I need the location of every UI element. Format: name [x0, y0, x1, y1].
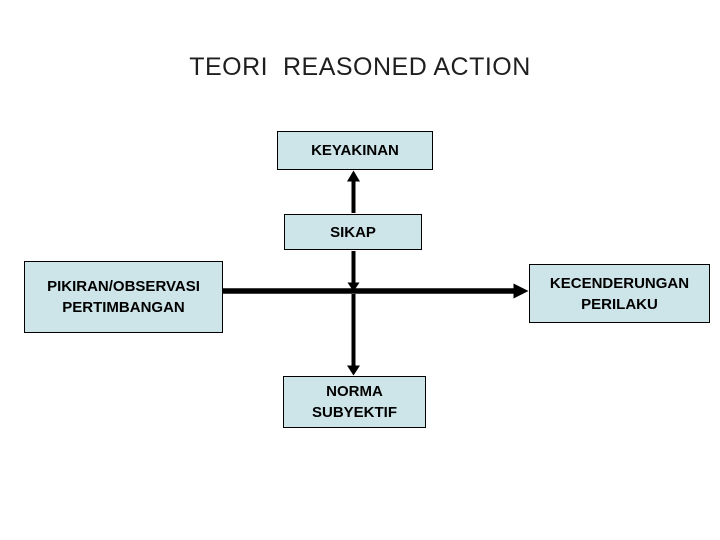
arrow-sikap-to-junction	[347, 251, 360, 292]
node-kecenderungan-label-line2: PERILAKU	[581, 295, 658, 313]
node-norma-label-line1: NORMA	[326, 383, 383, 400]
arrow-junction-to-norma	[347, 294, 360, 376]
arrow-sikap-to-keyakinan	[347, 170, 360, 213]
arrow-pikiran-to-kecenderungan	[222, 283, 529, 299]
node-keyakinan: KEYAKINAN	[277, 131, 433, 170]
slide-title: TEORI REASONED ACTION	[189, 53, 531, 81]
node-kecenderungan-perilaku: KECENDERUNGAN PERILAKU	[529, 264, 710, 323]
node-sikap: SIKAP	[284, 214, 422, 250]
node-pikiran-observasi-label-line1: PIKIRAN/OBSERVASI	[47, 278, 200, 295]
node-pikiran-observasi-label-line2: PERTIMBANGAN	[62, 299, 185, 316]
node-keyakinan-label: KEYAKINAN	[311, 142, 399, 159]
node-norma-subyektif: NORMA SUBYEKTIF	[283, 376, 426, 428]
node-kecenderungan-label-line1: KECENDERUNGAN	[549, 274, 690, 292]
node-norma-label-line2: SUBYEKTIF	[311, 404, 397, 421]
node-sikap-label: SIKAP	[330, 223, 376, 241]
node-pikiran-observasi: PIKIRAN/OBSERVASI PERTIMBANGAN	[24, 261, 223, 333]
